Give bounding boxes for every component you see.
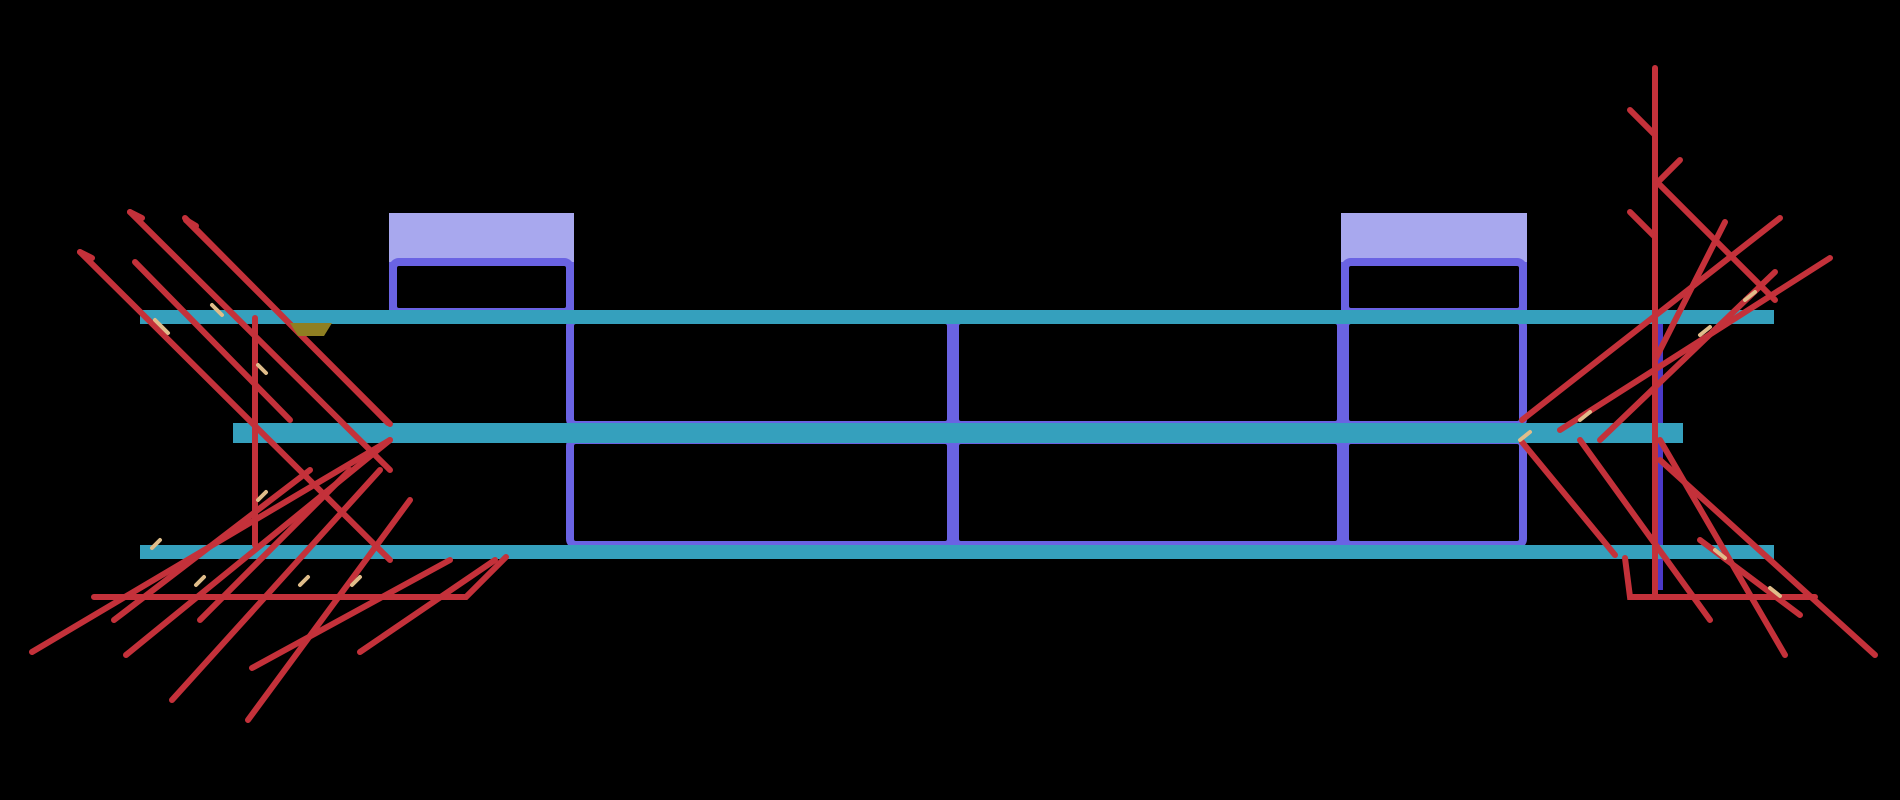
cell-r1-c2 (951, 316, 1345, 429)
power-rail-middle (233, 423, 1683, 443)
trace-l-term-3 (183, 217, 199, 229)
trace-r6 (1519, 439, 1618, 558)
trace-r-base (1622, 555, 1818, 600)
trace-r2 (1557, 255, 1833, 433)
pad-left (389, 213, 574, 265)
cell-r2-c3 (1341, 436, 1527, 549)
trace-l-base (91, 554, 509, 600)
hl-l4 (256, 490, 268, 502)
hl-r4 (1743, 290, 1757, 302)
hl-l3 (256, 363, 268, 375)
hl-l8 (350, 575, 362, 587)
hl-l1 (153, 318, 170, 335)
pad-right (1341, 213, 1527, 265)
trace-r-stub-1 (1627, 107, 1658, 138)
trace-l1 (77, 249, 393, 563)
hl-l2 (210, 303, 224, 317)
hl-l6 (194, 575, 206, 587)
cell-r2-c1 (566, 436, 955, 549)
trace-r5 (1657, 182, 1778, 303)
hl-l5 (150, 538, 162, 550)
trace-r-stub-3 (1627, 209, 1658, 240)
hl-r5 (1713, 548, 1727, 560)
hl-r2 (1578, 410, 1592, 422)
pad-right-stem (1341, 262, 1527, 310)
trace-l-term-2 (127, 209, 145, 221)
left-trace-bundle (29, 209, 509, 723)
trace-highlights (150, 290, 1782, 598)
trace-l8 (169, 467, 383, 703)
hl-r3 (1698, 325, 1712, 337)
trace-r-stub-2 (1652, 157, 1683, 188)
trace-l-term-1 (77, 249, 95, 261)
hl-l7 (298, 575, 310, 587)
trace-l2 (127, 209, 393, 473)
trace-r7 (1577, 437, 1713, 623)
hl-r6 (1768, 586, 1782, 598)
power-rail-bottom (140, 545, 1774, 559)
trace-r4 (1652, 219, 1728, 363)
right-trace-bundle (1519, 65, 1878, 658)
cell-r1-c1 (566, 316, 955, 429)
hl-r1 (1518, 430, 1532, 442)
trace-l4 (132, 259, 293, 423)
pad-left-stem (389, 262, 574, 310)
power-rail-top (140, 310, 1774, 324)
trace-l9 (245, 497, 413, 723)
cell-r2-c2 (951, 436, 1345, 549)
cell-r1-c3 (1341, 316, 1527, 429)
trace-r1 (1519, 215, 1783, 423)
marker-left (290, 323, 332, 336)
trace-l10 (249, 557, 453, 671)
trace-r9 (1657, 457, 1878, 658)
power-rails (140, 310, 1774, 559)
pad-left-cell (389, 258, 574, 316)
pad-right-cell (1341, 258, 1527, 316)
trace-l5 (183, 217, 393, 427)
pads-group (389, 213, 1527, 265)
trace-l11 (357, 557, 498, 655)
